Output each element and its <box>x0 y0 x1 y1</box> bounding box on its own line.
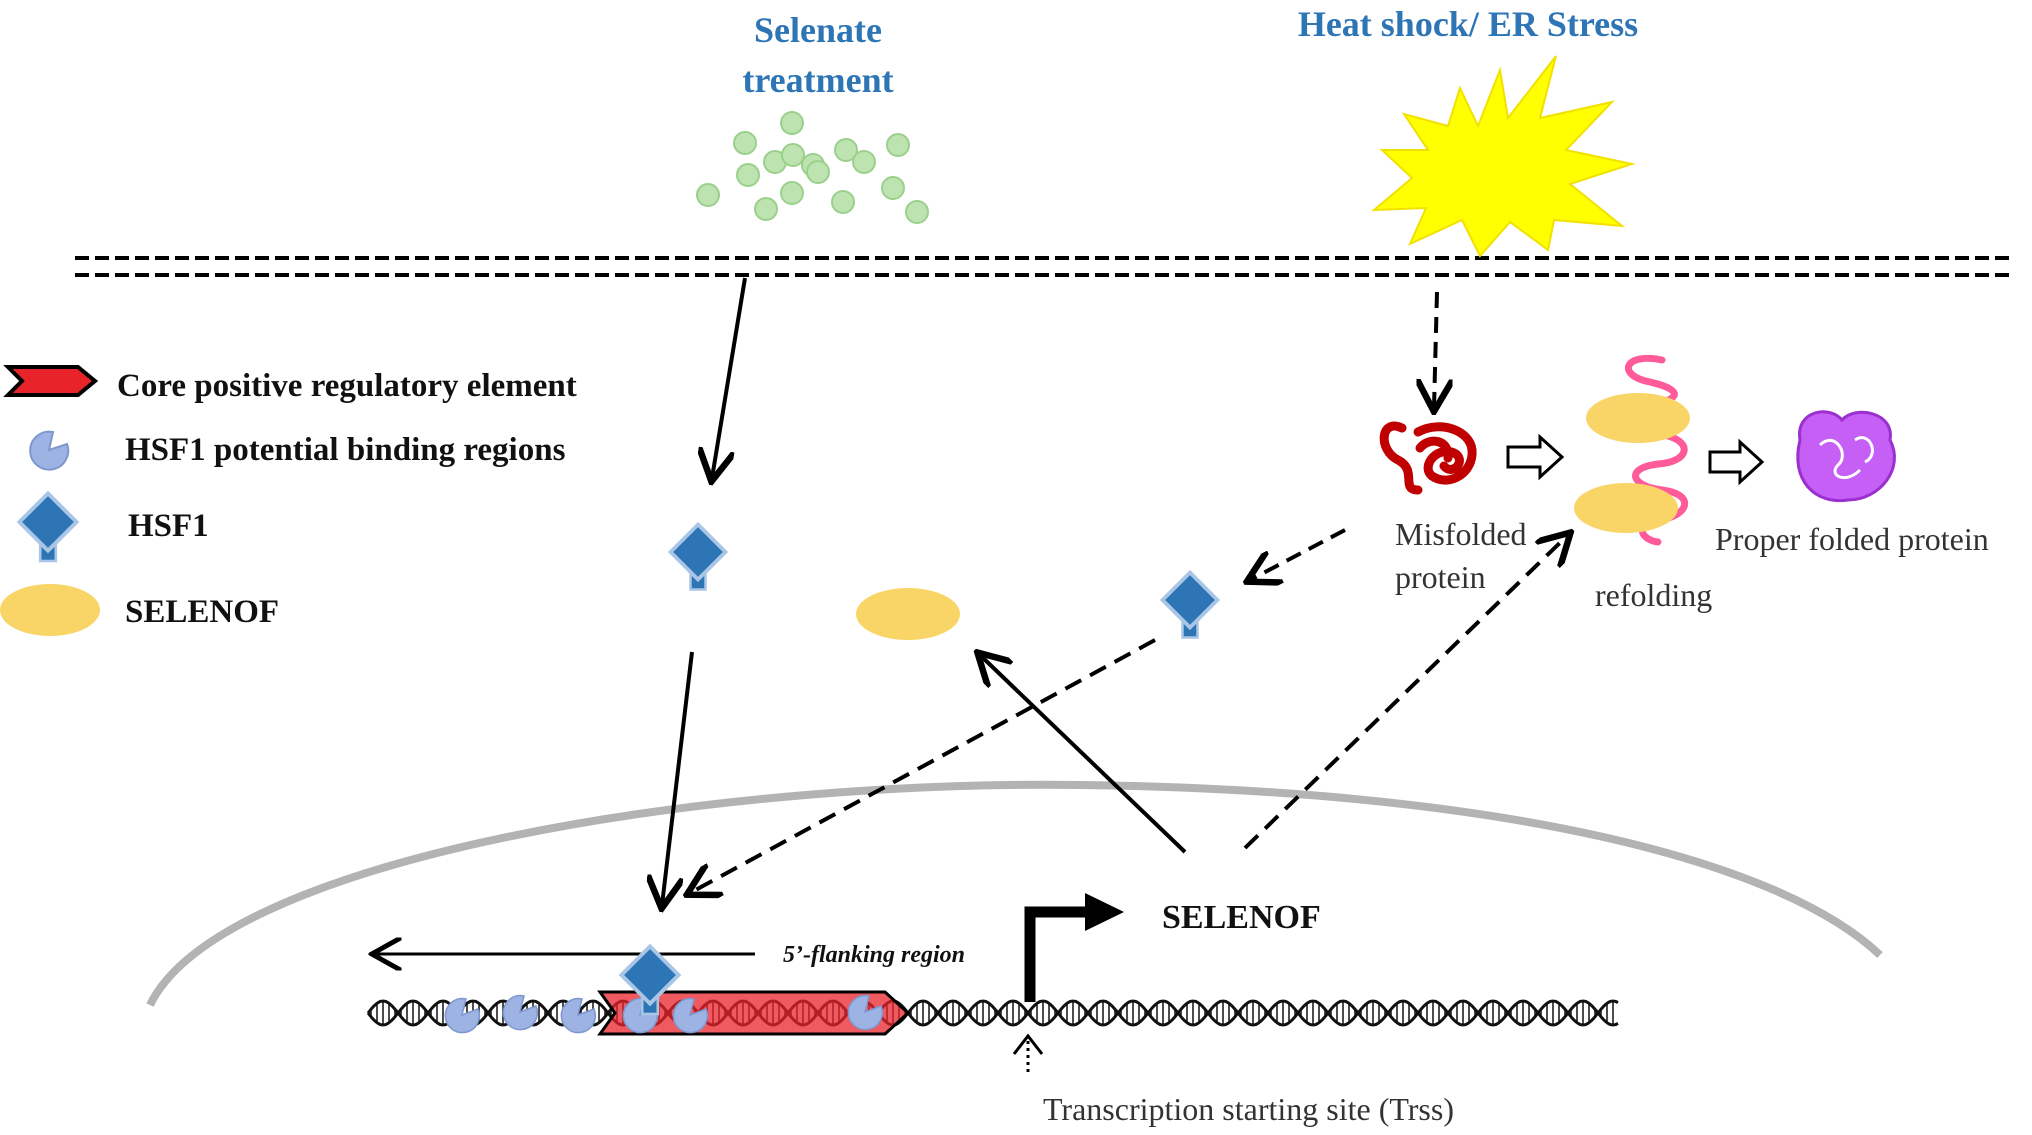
legend-selenof-label: SELENOF <box>125 594 279 630</box>
selenate-to-hsf1-arrow <box>712 277 747 478</box>
refolding-label: refolding <box>1595 577 1712 613</box>
legend-binding-label: HSF1 potential binding regions <box>125 432 566 468</box>
hsf1-legend-icon <box>17 491 79 563</box>
stress-title: Heat shock/ ER Stress <box>1298 4 1638 44</box>
selenof-refold-lower <box>1574 483 1678 533</box>
legend: Core positive regulatory element HSF1 po… <box>0 365 577 636</box>
misfolded-label: Misfolded <box>1395 516 1527 552</box>
refolding-helix-icon <box>1622 354 1689 546</box>
selenate-particles <box>696 111 929 224</box>
legend-core-label: Core positive regulatory element <box>117 368 577 404</box>
selenate-title-2: treatment <box>742 60 893 100</box>
heat-shock-starburst-icon <box>1371 55 1636 258</box>
process-arrow-1 <box>1506 433 1565 481</box>
binding-region-legend-icon <box>29 430 70 471</box>
binding-region <box>444 997 481 1034</box>
hsf1-activated <box>1160 570 1220 640</box>
hsf1-to-promoter-arrow <box>690 638 1156 893</box>
gene-to-selenof-arrow <box>980 655 1187 854</box>
gene-to-refolding-arrow <box>1243 535 1568 850</box>
proper-folded-protein-icon <box>1796 410 1896 503</box>
legend-hsf1-label: HSF1 <box>128 508 209 544</box>
hsf1-to-dna-arrow <box>662 651 694 905</box>
dna-helix <box>366 999 1619 1027</box>
core-element-legend-icon <box>3 365 99 397</box>
trss-pointer-arrow <box>1012 1033 1044 1072</box>
hsf1-cytoplasm <box>668 522 728 592</box>
proper-folded-label: Proper folded protein <box>1715 521 1989 557</box>
misfolded-protein-icon <box>1379 421 1477 495</box>
selenate-title: Selenate <box>754 10 882 50</box>
selenof-gene-label: SELENOF <box>1162 899 1321 936</box>
selenof-cytoplasm <box>856 588 960 640</box>
stress-to-misfolded-arrow <box>1434 291 1437 408</box>
transcription-start-arrow <box>1024 893 1124 1002</box>
nucleus-envelope <box>146 780 1883 1007</box>
misfolded-label-2: protein <box>1395 559 1486 595</box>
trss-label: Transcription starting site (Trss) <box>1043 1091 1454 1127</box>
flanking-label: 5’-flanking region <box>783 942 965 968</box>
binding-region <box>560 997 597 1034</box>
process-arrow-2 <box>1708 438 1765 486</box>
selenof-legend-icon <box>0 584 100 636</box>
misfolded-to-hsf1-arrow <box>1250 528 1346 580</box>
cell-membrane <box>75 256 2015 277</box>
selenof-refold-upper <box>1586 393 1690 443</box>
